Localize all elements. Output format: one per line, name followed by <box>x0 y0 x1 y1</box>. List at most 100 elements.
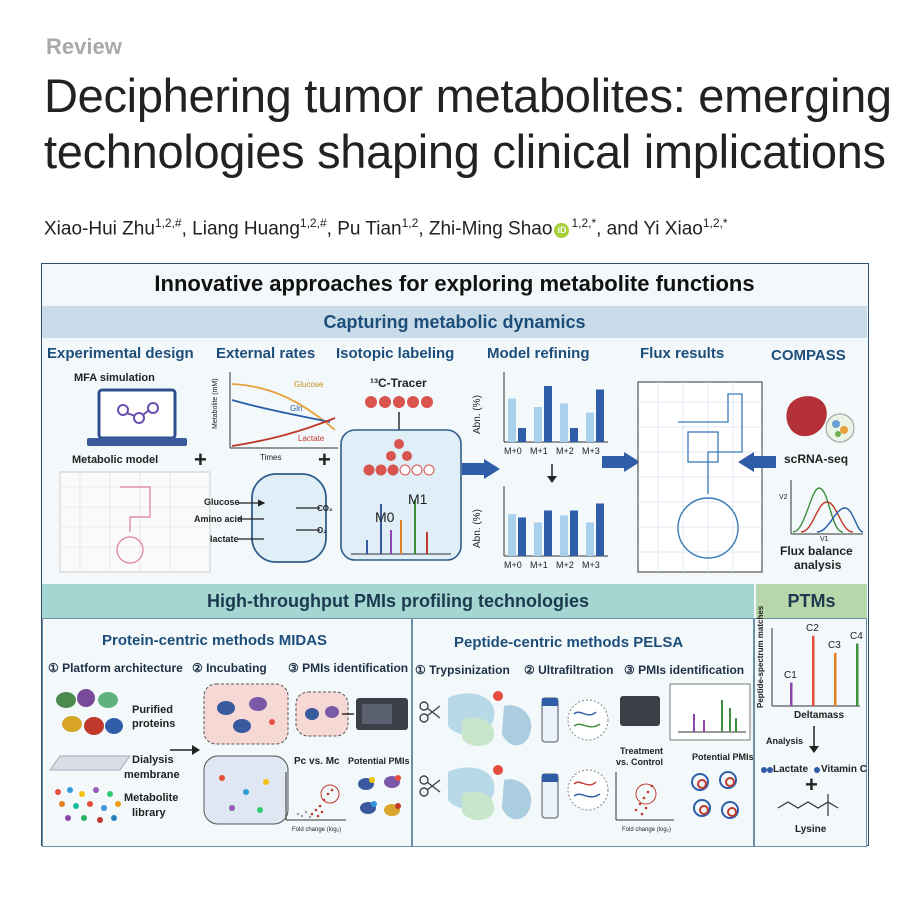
dialysis-label-2: membrane <box>124 769 180 781</box>
arrow-right-icon-3 <box>170 745 200 755</box>
pmi-band: High-throughput PMIs profiling technolog… <box>42 584 754 618</box>
midas-step-3: ③ PMIs identification <box>288 661 409 675</box>
cell-input-glucose: Glucose <box>204 497 240 507</box>
pelsa-volcano-plot <box>615 772 674 821</box>
midas-potential-pmis-icon <box>358 775 401 816</box>
arrow-down-icon-2 <box>809 726 819 753</box>
arrow-down-icon <box>547 464 557 483</box>
ultrafiltration-tubes <box>541 697 559 819</box>
author-name: Zhi-Ming Shao <box>428 218 553 240</box>
model-tick-label: M+3 <box>582 446 600 456</box>
mass-spectrometer-icon <box>342 698 408 730</box>
model-bar-light <box>560 515 568 556</box>
cell-input-amino-acid: Amino acid <box>194 514 243 524</box>
author-separator: , <box>418 218 429 240</box>
mass-peak-m1: M1 <box>408 491 428 507</box>
laptop-icon <box>87 388 187 446</box>
flux-results-map <box>637 381 763 573</box>
col-flux-results: Flux results <box>640 345 725 362</box>
author-separator: , <box>326 218 338 240</box>
author-affiliation: 1,2,# <box>299 216 327 230</box>
purified-label-2: proteins <box>132 718 176 730</box>
model-tick-label: M+1 <box>530 446 548 456</box>
treatment-label-1: Treatment <box>620 746 664 756</box>
rates-series-lactate: Lactate <box>298 434 325 443</box>
model-bar-light <box>508 514 516 556</box>
model-chart-after <box>503 486 608 557</box>
author-affiliation: 1,2,# <box>154 216 182 230</box>
col-compass: COMPASS <box>771 347 846 364</box>
ptms-ylabel: Peptide-spectrum matches <box>756 605 765 708</box>
author-name: Pu Tian <box>337 218 402 240</box>
orcid-icon[interactable]: iD <box>554 223 570 239</box>
model-bar-light <box>534 407 542 442</box>
plus-sign-2: + <box>318 447 331 472</box>
fba-density-plot <box>790 480 864 535</box>
author-affiliation: 1,2,* <box>571 216 597 230</box>
pelsa-step-3: ③ PMIs identification <box>624 663 745 677</box>
rates-ylabel: Metabolite (mM) <box>212 378 219 429</box>
scrna-seq-label: scRNA-seq <box>784 452 849 466</box>
fba-axis-v1: V1 <box>820 536 829 543</box>
model-bar-dark <box>570 428 578 442</box>
dialysis-membrane-icon <box>49 755 131 771</box>
ptms-bar-label: C3 <box>828 639 841 651</box>
model-ylabel-bottom: Abn. (%) <box>472 509 483 548</box>
fba-label-2: analysis <box>794 558 842 572</box>
ptms-bar <box>790 682 793 706</box>
midas-title: Protein-centric methods MIDAS <box>102 632 328 649</box>
model-bar-dark <box>596 503 604 556</box>
author-name: Yi Xiao <box>643 218 703 240</box>
peptide-fragments <box>567 699 609 811</box>
metabolic-network-map <box>59 471 211 573</box>
col-isotopic-labeling: Isotopic labeling <box>336 345 455 362</box>
model-bar-dark <box>544 386 552 442</box>
ptms-bar-label: C2 <box>806 622 819 634</box>
isotopic-labeling-box <box>340 396 462 561</box>
metabolite-label-1: Metabolite <box>124 792 179 804</box>
ptms-bar <box>834 652 837 706</box>
model-bar-dark <box>570 510 578 556</box>
midas-potential-label: Potential PMIs <box>348 756 410 766</box>
trypsinization-illustration <box>419 691 532 821</box>
ptms-panel <box>754 618 867 847</box>
rates-series-glucose: Glucose <box>294 380 324 389</box>
model-tick-label: M+0 <box>504 560 522 570</box>
author-affiliation: 1,2,* <box>702 216 728 230</box>
vitamin-c-dot-icon <box>814 767 820 773</box>
cell-input-lactate: lactate <box>210 534 239 544</box>
ptms-bar-label: C1 <box>784 669 797 681</box>
cell-shape <box>251 473 327 563</box>
model-bar-light <box>586 522 594 556</box>
midas-step-1: ① Platform architecture <box>48 661 183 675</box>
rates-xlabel: Times <box>260 453 282 462</box>
pelsa-step-1: ① Trypsinization <box>415 663 510 677</box>
midas-volcano-plot <box>285 772 346 821</box>
ptms-bar-chart <box>771 628 860 707</box>
model-bar-dark <box>544 510 552 556</box>
model-chart-before <box>503 372 608 443</box>
author-name: Xiao-Hui Zhu <box>44 218 155 240</box>
author-name: Liang Huang <box>192 218 300 240</box>
author-list: Xiao-Hui Zhu1,2,#, Liang Huang1,2,#, Pu … <box>44 216 728 240</box>
treatment-label-2: vs. Control <box>616 757 664 767</box>
fba-label-1: Flux balance <box>780 544 853 558</box>
ptms-analysis-label: Analysis <box>766 736 804 746</box>
plus-sign-3: + <box>805 772 818 797</box>
arrow-left-icon <box>738 452 776 472</box>
rates-series-gln: Gln <box>290 404 303 413</box>
col-model-refining: Model refining <box>487 345 590 362</box>
article-type: Review <box>46 34 122 59</box>
purified-proteins-icon <box>56 689 123 735</box>
col-experimental-design: Experimental design <box>47 345 194 362</box>
external-rates-chart <box>229 372 338 449</box>
mfa-simulation-label: MFA simulation <box>74 372 155 384</box>
purified-label-1: Purified <box>132 704 173 716</box>
arrow-right-icon <box>462 459 500 479</box>
author-separator: , <box>181 218 193 240</box>
lactate-dots-icon <box>761 767 773 773</box>
cell-exchange-arrows <box>238 499 320 540</box>
plus-sign: + <box>194 447 207 472</box>
metabolite-library-icon <box>55 787 121 823</box>
model-bar-light <box>586 412 594 442</box>
